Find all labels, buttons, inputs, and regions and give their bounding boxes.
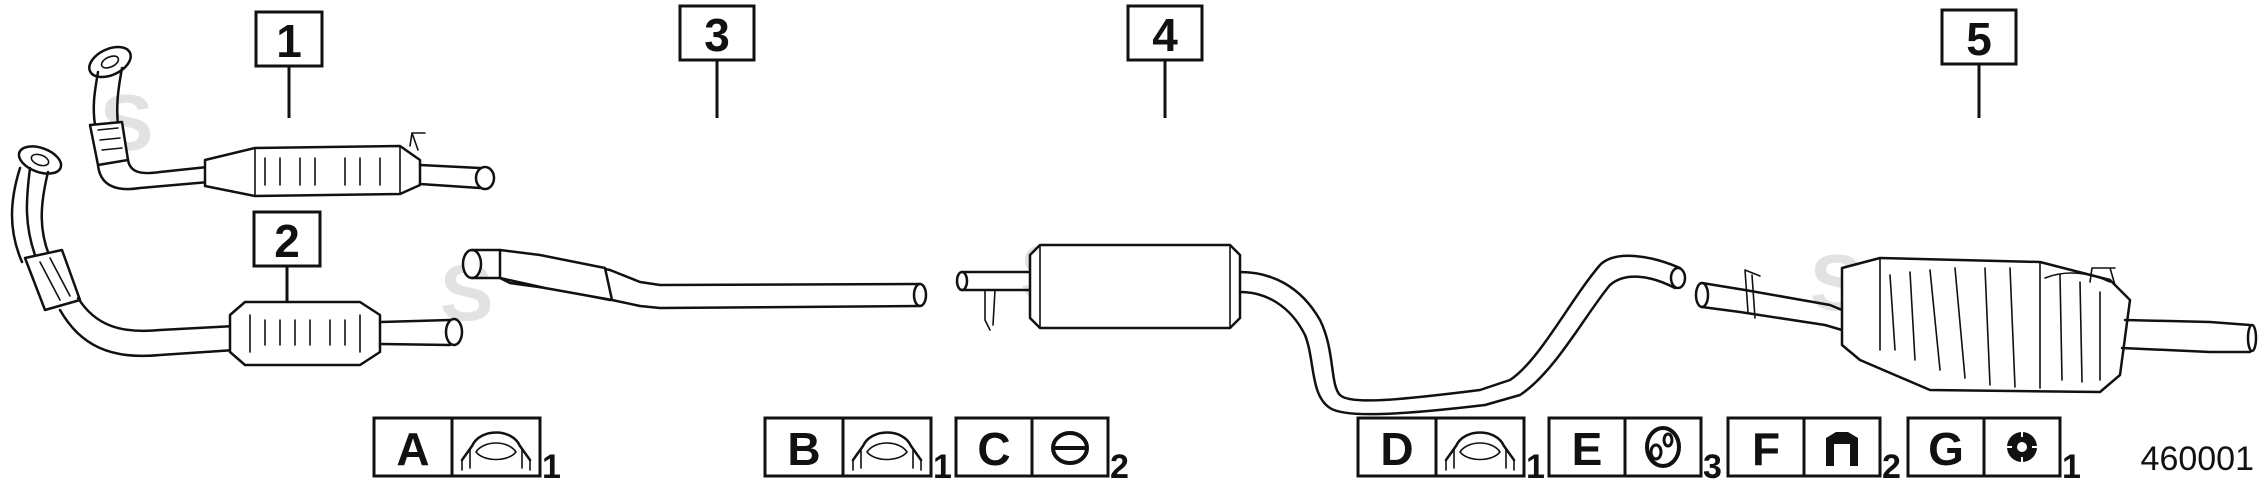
fitting-letter: D — [1380, 423, 1413, 475]
fitting-E: E 3 — [1547, 416, 1722, 481]
part-4-middle-silencer — [955, 243, 1687, 416]
callout-2: 2 — [252, 210, 322, 302]
clamp-icon — [1444, 431, 1516, 471]
fitting-qty: 1 — [933, 448, 952, 481]
callout-3: 3 — [678, 4, 756, 118]
part-1-front-catalyst-pipe — [88, 45, 496, 198]
fitting-qty: 1 — [542, 448, 561, 481]
diagram-id: 460001 — [2141, 440, 2254, 478]
part-3-intermediate-pipe — [461, 248, 928, 310]
callout-5: 5 — [1940, 8, 2018, 118]
fitting-letter: C — [977, 423, 1010, 475]
part-5-rear-silencer — [1694, 256, 2258, 394]
clamp-icon — [460, 431, 532, 471]
part-2-front-catalyst-pipe — [10, 145, 464, 367]
callout-1: 1 — [254, 10, 324, 118]
bracket-clip-icon — [1826, 432, 1858, 466]
part-number-label: 2 — [274, 215, 300, 267]
fitting-letter: A — [396, 423, 429, 475]
fitting-D: D 1 — [1356, 416, 1545, 481]
fitting-qty: 1 — [2062, 448, 2081, 481]
fitting-qty: 2 — [1882, 448, 1901, 481]
clamp-icon — [851, 431, 923, 471]
fitting-qty: 2 — [1110, 448, 1129, 481]
fitting-letter: B — [787, 423, 820, 475]
fitting-G: G 1 — [1906, 416, 2081, 481]
part-number-label: 3 — [704, 9, 730, 61]
nut-icon — [2007, 432, 2037, 462]
gasket-ring-icon — [1051, 431, 1089, 465]
rubber-hanger-icon — [1645, 426, 1681, 468]
fitting-letter: E — [1572, 423, 1603, 475]
callout-4: 4 — [1126, 4, 1204, 118]
fitting-qty: 1 — [1526, 448, 1545, 481]
fitting-letter: G — [1928, 423, 1964, 475]
fitting-C: C 2 — [954, 416, 1129, 481]
fitting-A: A 1 — [372, 416, 561, 481]
fitting-qty: 3 — [1703, 448, 1722, 481]
fitting-B: B 1 — [763, 416, 952, 481]
fitting-F: F 2 — [1726, 416, 1901, 481]
part-number-label: 4 — [1152, 9, 1178, 61]
part-number-label: 1 — [276, 15, 302, 67]
part-number-label: 5 — [1966, 13, 1992, 65]
fitting-letter: F — [1752, 423, 1780, 475]
